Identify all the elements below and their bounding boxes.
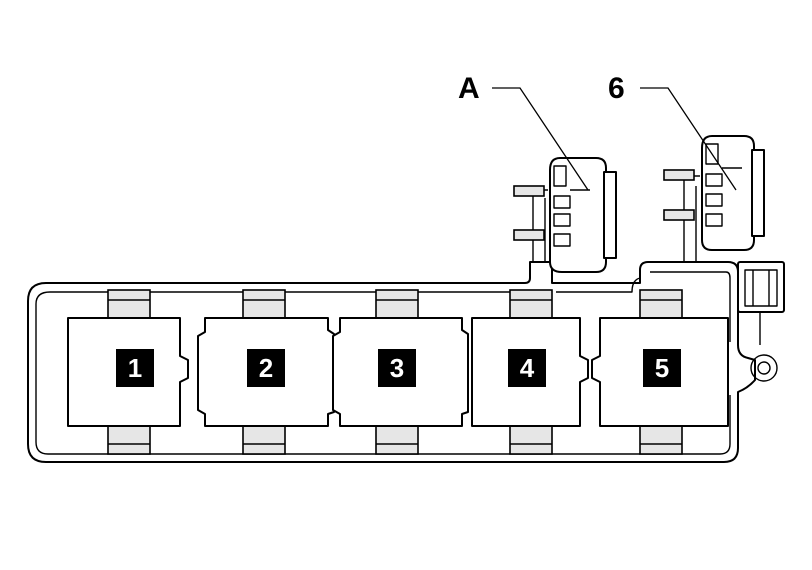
callout-6: 6 — [608, 72, 737, 191]
relay-2: 2 — [197, 289, 335, 455]
relay-number-box — [378, 349, 416, 387]
relay-number-box — [116, 349, 154, 387]
callout-leader-a — [492, 87, 589, 191]
relay-4: 4 — [471, 289, 589, 455]
callout-label-a: A — [458, 72, 480, 105]
relay-number-4: 4 — [520, 353, 535, 383]
callout-a: A — [458, 72, 589, 191]
callout-label-6: 6 — [608, 72, 625, 105]
callout-leader-6 — [640, 87, 737, 191]
connector-6 — [663, 135, 765, 262]
relay-number-2: 2 — [259, 353, 273, 383]
relay-number-5: 5 — [655, 353, 669, 383]
relay-number-3: 3 — [390, 353, 404, 383]
relay-5: 5 — [591, 289, 729, 455]
relay-number-1: 1 — [128, 353, 142, 383]
relay-number-box — [643, 349, 681, 387]
relay-3: 3 — [332, 289, 469, 455]
relay-1: 1 — [67, 289, 189, 455]
connector-a — [513, 157, 617, 273]
relay-number-box — [247, 349, 285, 387]
relay-number-box — [508, 349, 546, 387]
